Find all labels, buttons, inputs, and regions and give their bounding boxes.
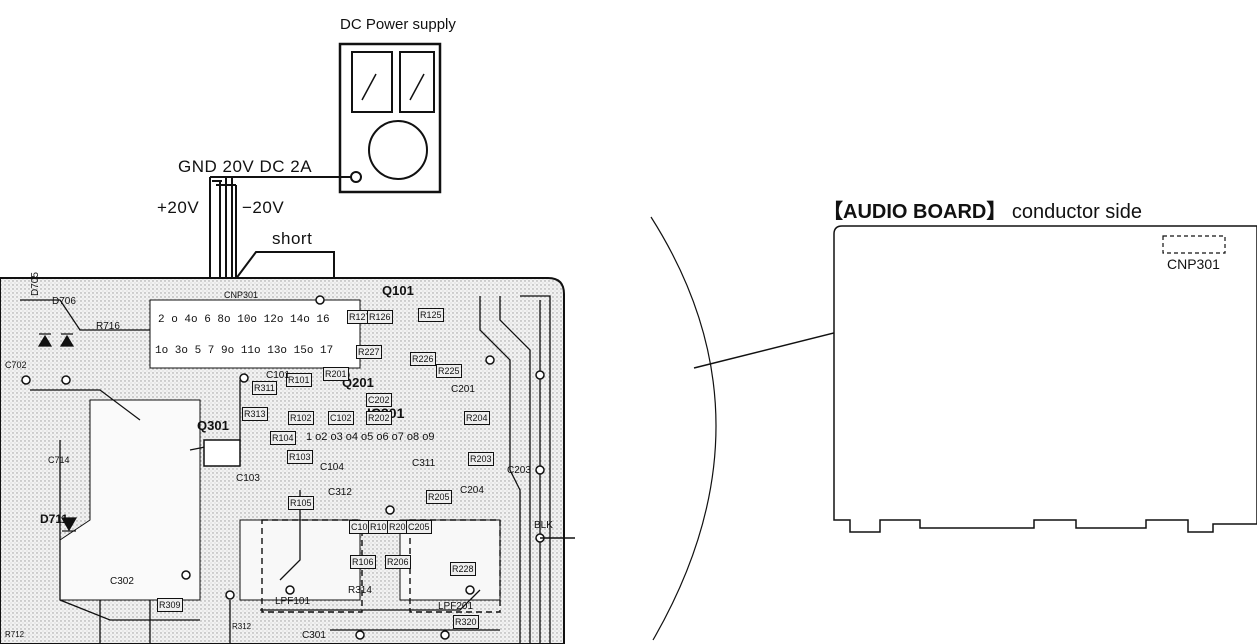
board-connector-label: CNP301 [1167, 256, 1220, 272]
q101-label: Q101 [382, 283, 414, 298]
power-supply-title: DC Power supply [340, 16, 456, 33]
c103-label: C103 [236, 473, 260, 484]
c311-label: C311 [412, 458, 436, 469]
power-supply-unit [338, 42, 442, 194]
c102-label: C102 [328, 411, 354, 425]
pin-row-bottom: 1o 3o 5 7 9o 11o 13o 15o 17 [155, 345, 334, 357]
r228-label: R228 [450, 562, 476, 576]
audio-board-outline [833, 225, 1257, 533]
minus-20v-label: −20V [242, 198, 285, 217]
d706-label: D706 [52, 296, 76, 307]
c104-label: C104 [320, 462, 344, 473]
c312-label: C312 [328, 487, 352, 498]
c203-label: C203 [507, 465, 531, 476]
r106-label: R106 [350, 555, 376, 569]
c702-label: C702 [5, 360, 27, 370]
d711-label: D711 [40, 512, 69, 526]
ic-pins-label: 1 o2 o3 o4 o5 o6 o7 o8 o9 [306, 431, 435, 443]
r102-label: R102 [288, 411, 314, 425]
r312-label: R312 [232, 622, 252, 631]
c205-label: C205 [406, 520, 432, 534]
r126-label: R126 [367, 310, 393, 324]
power-supply-spec: GND 20V DC 2A [178, 157, 313, 176]
pcb-connector-label: CNP301 [224, 290, 259, 300]
r202-label: R202 [366, 411, 392, 425]
lpf201-label: LPF201 [438, 601, 474, 612]
r712-label: R712 [5, 630, 25, 639]
cnp301-footprint [1162, 235, 1226, 254]
c201-label: C201 [451, 384, 475, 395]
r125-label: R125 [418, 308, 444, 322]
c714-label: C714 [48, 455, 70, 465]
q301-label: Q301 [197, 418, 229, 433]
pin-row-top: 2 o 4o 6 8o 10o 12o 14o 16 [158, 314, 330, 326]
r201-label: R201 [323, 367, 349, 381]
short-label: short [272, 229, 313, 248]
r227-label: R227 [356, 345, 382, 359]
r103-label: R103 [287, 450, 313, 464]
zoom-arc [650, 216, 717, 641]
audio-board-title: 【AUDIO BOARD】 conductor side [823, 201, 1142, 223]
r309-label: R309 [157, 598, 183, 612]
lpf101-label: LPF101 [275, 596, 311, 607]
r225-label: R225 [436, 364, 462, 378]
r204-label: R204 [464, 411, 490, 425]
r203-label: R203 [468, 452, 494, 466]
plus-20v-label: +20V [157, 198, 200, 217]
d705-label: D705 [30, 272, 41, 296]
blk-label: BLK [534, 520, 553, 531]
c204-label: C204 [460, 485, 484, 496]
c202-label: C202 [366, 393, 392, 407]
r311-label: R311 [252, 381, 277, 395]
r313-label: R313 [242, 407, 268, 421]
q201-label: Q201 [342, 375, 374, 390]
r205-label: R205 [426, 490, 452, 504]
r716-label: R716 [96, 321, 120, 332]
r314-label: R314 [348, 585, 372, 596]
c101-label: C101 [266, 370, 290, 381]
r226-label: R226 [410, 352, 436, 366]
c302-label: C302 [110, 576, 134, 587]
r320-label: R320 [453, 615, 479, 629]
r206-label: R206 [385, 555, 411, 569]
r104-label: R104 [270, 431, 296, 445]
r101-label: R101 [286, 373, 312, 387]
r105-label: R105 [288, 496, 314, 510]
c301-label: C301 [302, 630, 326, 641]
